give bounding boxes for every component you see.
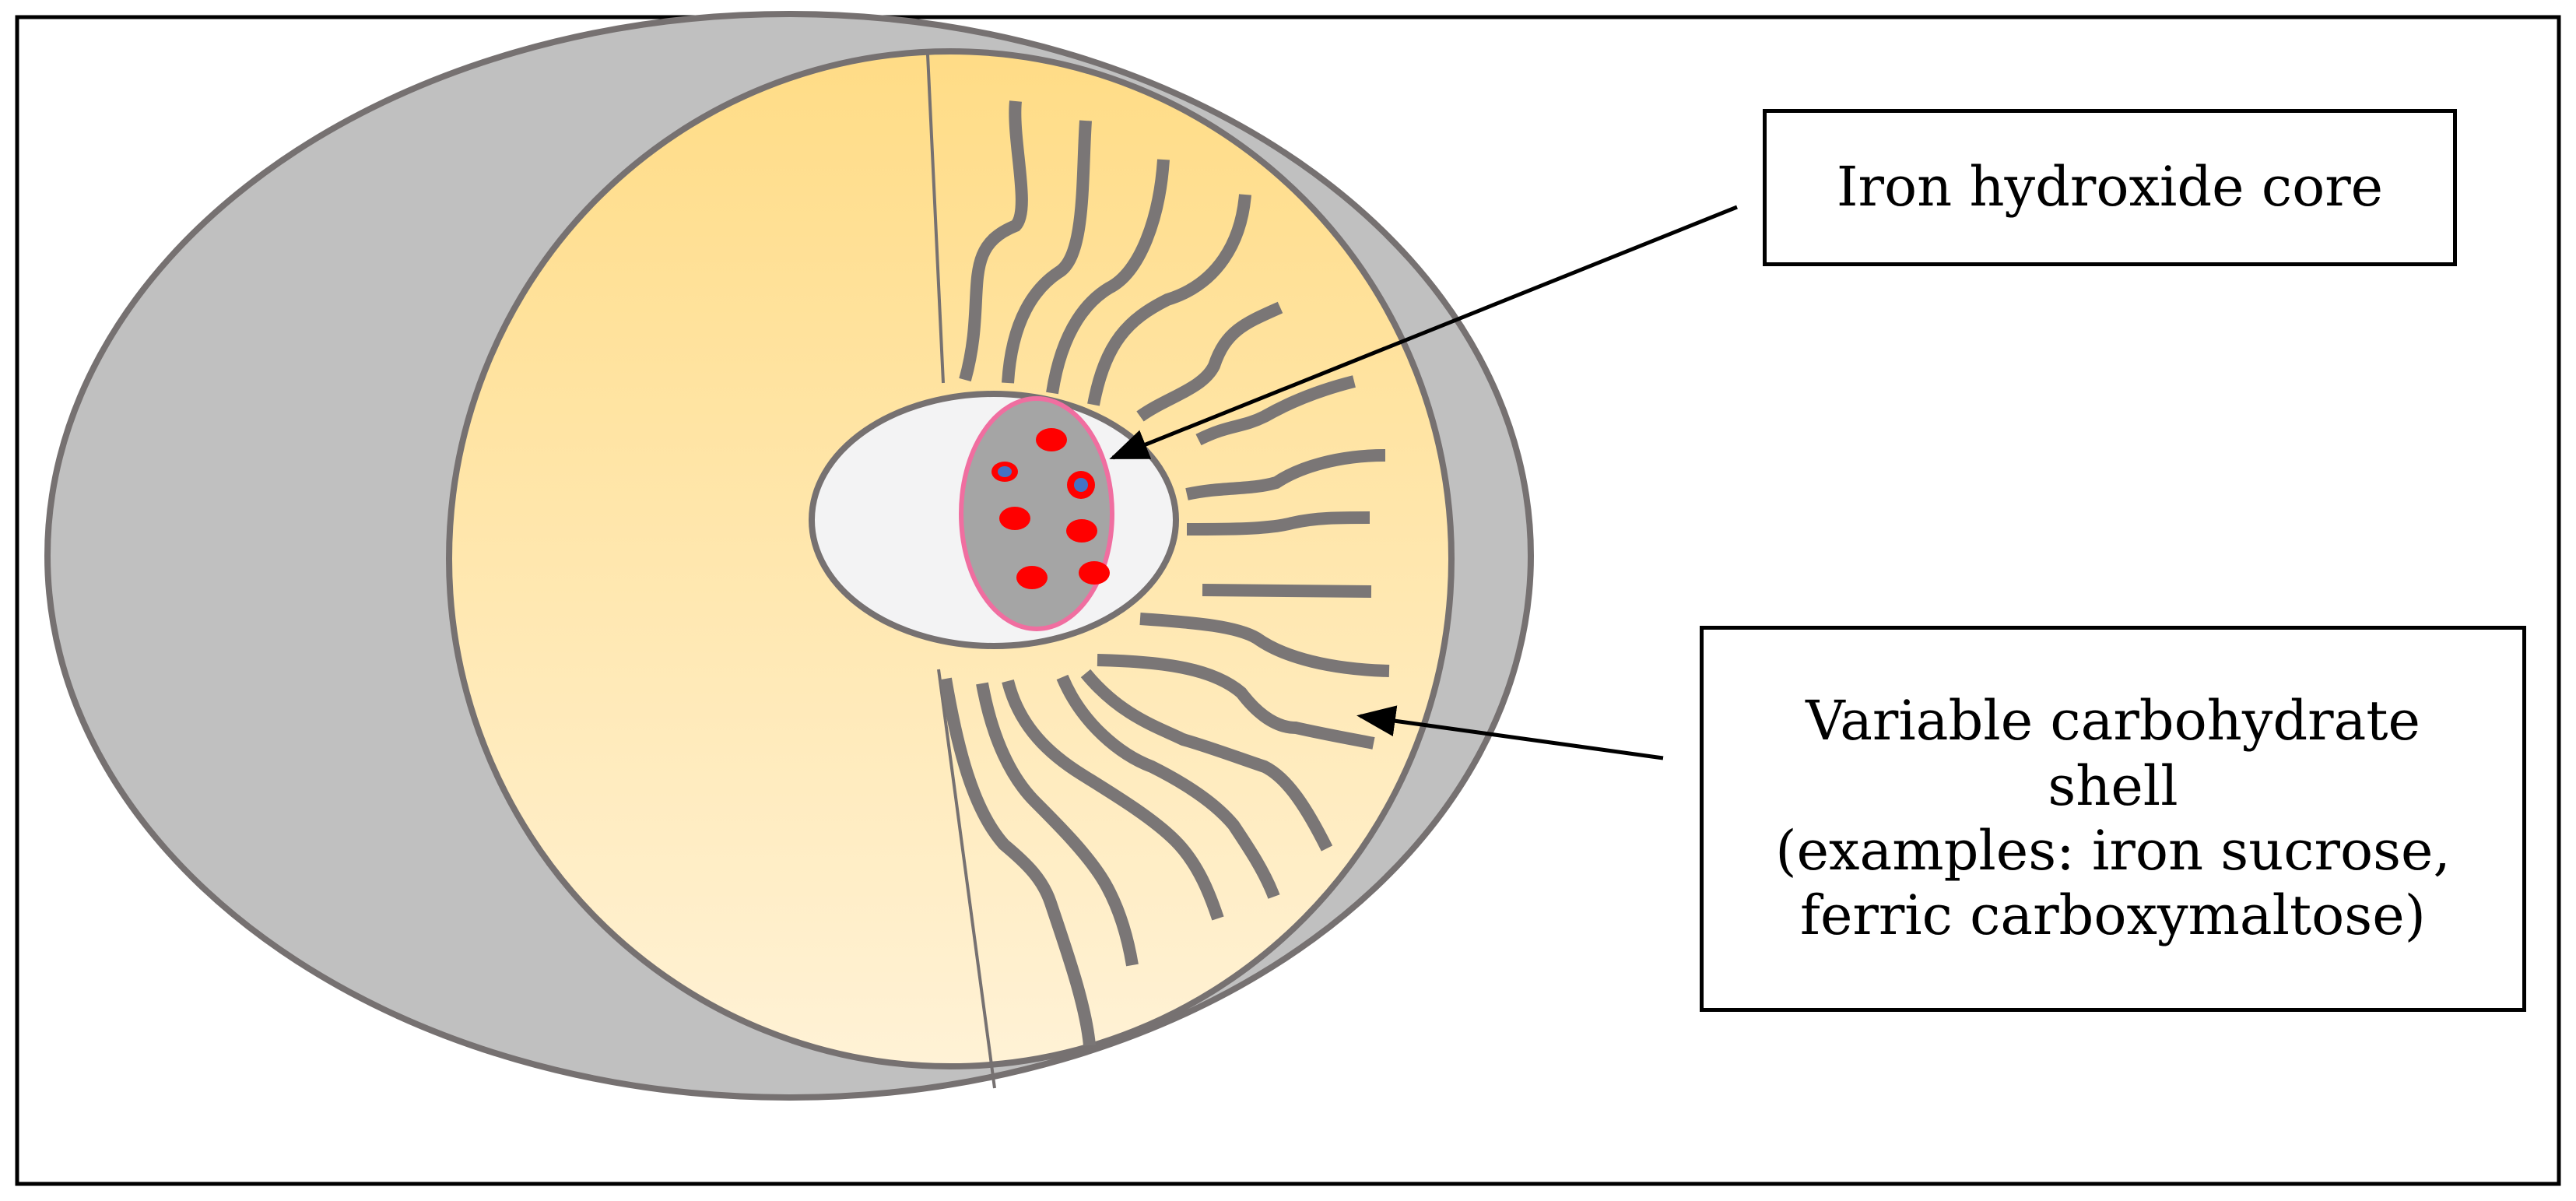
strand — [1185, 449, 1386, 500]
strand — [1080, 669, 1333, 852]
strand — [959, 100, 1028, 382]
iron-hydroxide-core — [959, 396, 1114, 631]
shell-label-line: Variable carbohydrate — [1806, 689, 2420, 753]
shell-label: Variable carbohydrate shell (examples: i… — [1775, 689, 2450, 948]
carbohydrate-strands — [939, 100, 1390, 1046]
strand — [1186, 511, 1370, 536]
strand — [1056, 674, 1280, 899]
shell-label-line: shell — [2048, 753, 2178, 818]
shell-label-line: ferric carboxymaltose) — [1800, 883, 2426, 948]
strand — [1097, 654, 1375, 750]
iron-dot-marked-center — [1074, 478, 1088, 492]
iron-dot — [1036, 428, 1067, 451]
iron-dot-marked-center — [998, 466, 1012, 477]
iron-dot — [1066, 519, 1097, 543]
iron-particles — [991, 428, 1110, 589]
shell-label-arrow — [1356, 705, 1664, 760]
strand — [1087, 194, 1251, 406]
iron-dot — [1079, 561, 1110, 585]
cut-line-lower — [937, 669, 996, 1089]
cut-line-upper — [926, 54, 945, 384]
strand — [1139, 613, 1390, 677]
strand — [1195, 375, 1356, 446]
core-label: Iron hydroxide core — [1837, 155, 2383, 219]
core-label-arrow — [1109, 205, 1738, 460]
strand — [1002, 120, 1092, 384]
strand — [1136, 301, 1283, 422]
strand — [1002, 679, 1224, 921]
strand — [976, 682, 1139, 967]
iron-dot — [1016, 566, 1048, 589]
strand — [1046, 159, 1170, 395]
strand — [1202, 584, 1372, 598]
shell-label-box: Variable carbohydrate shell (examples: i… — [1700, 626, 2526, 1012]
shell-label-line: (examples: iron sucrose, — [1775, 819, 2451, 883]
iron-dot — [999, 507, 1030, 530]
core-label-box: Iron hydroxide core — [1763, 109, 2457, 266]
core-label-text: Iron hydroxide core — [1836, 155, 2384, 219]
strand — [939, 677, 1096, 1046]
